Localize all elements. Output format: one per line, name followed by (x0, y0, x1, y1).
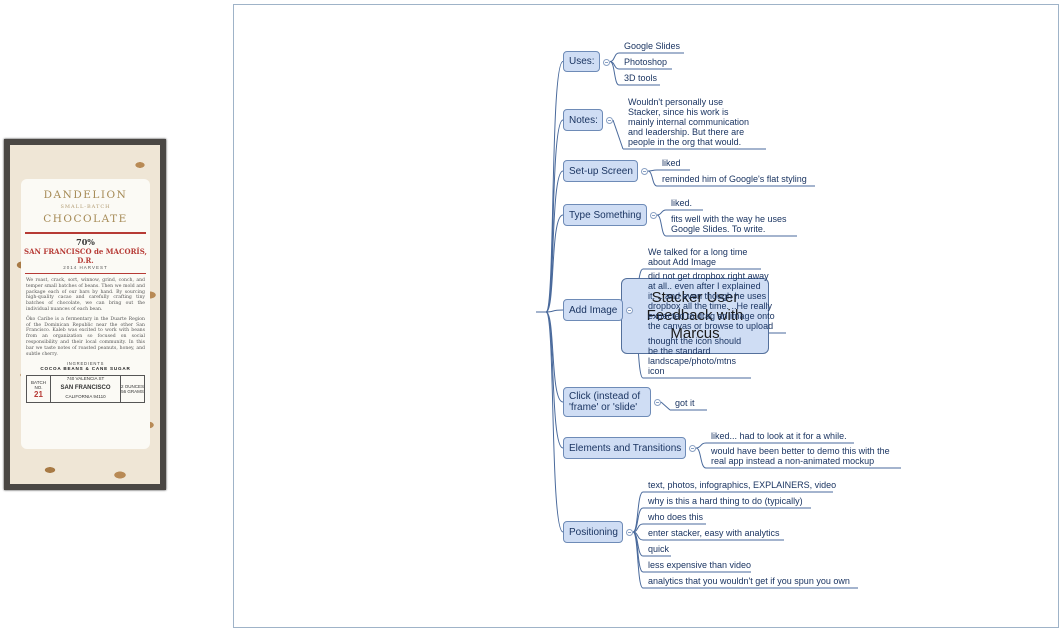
weight: 2 OUNCES 56 GRAMS (121, 384, 145, 395)
topic-node[interactable]: Notes: (563, 109, 603, 131)
subtopic-text[interactable]: Photoshop (624, 57, 668, 67)
connector-curve (695, 447, 707, 469)
collapse-toggle-icon[interactable] (689, 445, 696, 452)
subtopic-text[interactable]: fits well with the way he uses Google Sl… (671, 214, 787, 234)
subtopic-text[interactable]: why is this a hard thing to do (typicall… (648, 496, 803, 506)
connector-curve (609, 61, 620, 86)
subtopic-text[interactable]: liked (662, 158, 681, 168)
description: We roast, crack, sort, winnow, grind, co… (21, 278, 150, 357)
wrapper-pattern: DANDELION SMALL-BATCH CHOCOLATE 70% SAN … (10, 145, 160, 484)
description-para-2: Öko Caribe is a fermentary in the Duarte… (26, 316, 145, 357)
connector-line (612, 119, 624, 150)
connector-curve (545, 214, 564, 313)
batch-label: BATCH NO. (31, 379, 46, 390)
topic-node[interactable]: Click (instead of 'frame' or 'slide' (563, 387, 651, 417)
connector-curve (545, 170, 564, 313)
connector-curve (545, 311, 564, 403)
collapse-toggle-icon[interactable] (626, 529, 633, 536)
address: 740 VALENCIA ST (66, 376, 105, 382)
topic-node[interactable]: Set-up Screen (563, 160, 638, 182)
connector-curve (647, 169, 658, 172)
subtopic-text[interactable]: would have been better to demo this with… (711, 446, 890, 466)
brand-logo: DANDELION SMALL-BATCH CHOCOLATE (21, 189, 150, 225)
subtopic-text[interactable]: did not get dropbox right away at all.. … (648, 271, 775, 331)
collapse-toggle-icon[interactable] (603, 58, 610, 66)
subtopic-text[interactable]: analytics that you wouldn't get if you s… (648, 576, 850, 586)
brand-small: SMALL-BATCH (60, 204, 111, 210)
mindmap-canvas[interactable]: Stacker User Feedback with Marcus Uses: G… (233, 4, 1059, 628)
subtopic-text[interactable]: text, photos, infographics, EXPLAINERS, … (648, 480, 837, 490)
collapse-toggle-icon[interactable] (606, 117, 613, 124)
topic-node[interactable]: Type Something (563, 204, 647, 226)
brand-line1: DANDELION (43, 189, 128, 201)
ingredients: COCOA BEANS & CANE SUGAR (40, 366, 131, 372)
subtopic-text[interactable]: liked. (671, 198, 693, 208)
connector-curve (609, 52, 620, 62)
product-label: DANDELION SMALL-BATCH CHOCOLATE 70% SAN … (21, 179, 150, 449)
subtopic-text[interactable]: 3D tools (624, 73, 658, 83)
subtopic-text[interactable]: Google Slides (624, 41, 681, 51)
subtopic-text[interactable]: thought the icon should be the standard … (648, 336, 742, 376)
batch-number: 21 (34, 389, 43, 399)
brand-line2: CHOCOLATE (43, 213, 128, 225)
subtopic-text[interactable]: liked... had to look at it for a while. (711, 431, 847, 441)
connector-curve (656, 214, 667, 237)
harvest: 2014 HARVEST (63, 265, 108, 270)
subtopic-text[interactable]: who does this (648, 512, 704, 522)
subtopic-text[interactable]: got it (675, 398, 695, 408)
topic-node[interactable]: Uses: (563, 51, 600, 72)
collapse-toggle-icon[interactable] (641, 168, 648, 175)
subtopic-text[interactable]: Wouldn't personally use Stacker, since h… (628, 97, 750, 147)
topic-node[interactable]: Elements and Transitions (563, 437, 686, 459)
topic-node[interactable]: Add Image (563, 299, 623, 321)
collapse-toggle-icon[interactable] (626, 307, 633, 314)
subtopic-text[interactable]: reminded him of Google's flat styling (662, 174, 807, 184)
connector-line (660, 401, 671, 411)
connector-curve (632, 531, 644, 589)
subtopic-text[interactable]: enter stacker, easy with analytics (648, 528, 780, 538)
collapse-toggle-icon[interactable] (650, 212, 657, 219)
connector-curve (695, 442, 707, 449)
connector-curve (545, 311, 564, 533)
batch-box: BATCH NO. 21 740 VALENCIA ST SAN FRANCIS… (26, 375, 145, 404)
state: CALIFORNIA 94110 (65, 393, 106, 399)
connector-curve (656, 209, 667, 216)
divider (25, 273, 146, 274)
connector-curve (545, 311, 564, 449)
divider (25, 232, 146, 234)
connector-curve (632, 491, 644, 533)
connector-curve (647, 170, 658, 187)
subtopic-text[interactable]: We talked for a long time about Add Imag… (648, 247, 748, 267)
ingredients-label: INGREDIENTS (66, 361, 105, 367)
city: SAN FRANCISCO (60, 385, 111, 392)
description-para-1: We roast, crack, sort, winnow, grind, co… (26, 278, 145, 312)
collapse-toggle-icon[interactable] (654, 399, 661, 406)
subtopic-text[interactable]: less expensive than video (648, 560, 752, 570)
central-topic[interactable]: Stacker User Feedback with Marcus (621, 278, 769, 354)
chocolate-bar-photo: DANDELION SMALL-BATCH CHOCOLATE 70% SAN … (4, 139, 166, 490)
subtopic-text[interactable]: quick (648, 544, 670, 554)
origin: SAN FRANCISCO de MACORÍS, D.R. (24, 247, 147, 265)
connector-curve (545, 309, 564, 313)
topic-node[interactable]: Positioning (563, 521, 623, 543)
cacao-percent: 70% (76, 237, 95, 247)
